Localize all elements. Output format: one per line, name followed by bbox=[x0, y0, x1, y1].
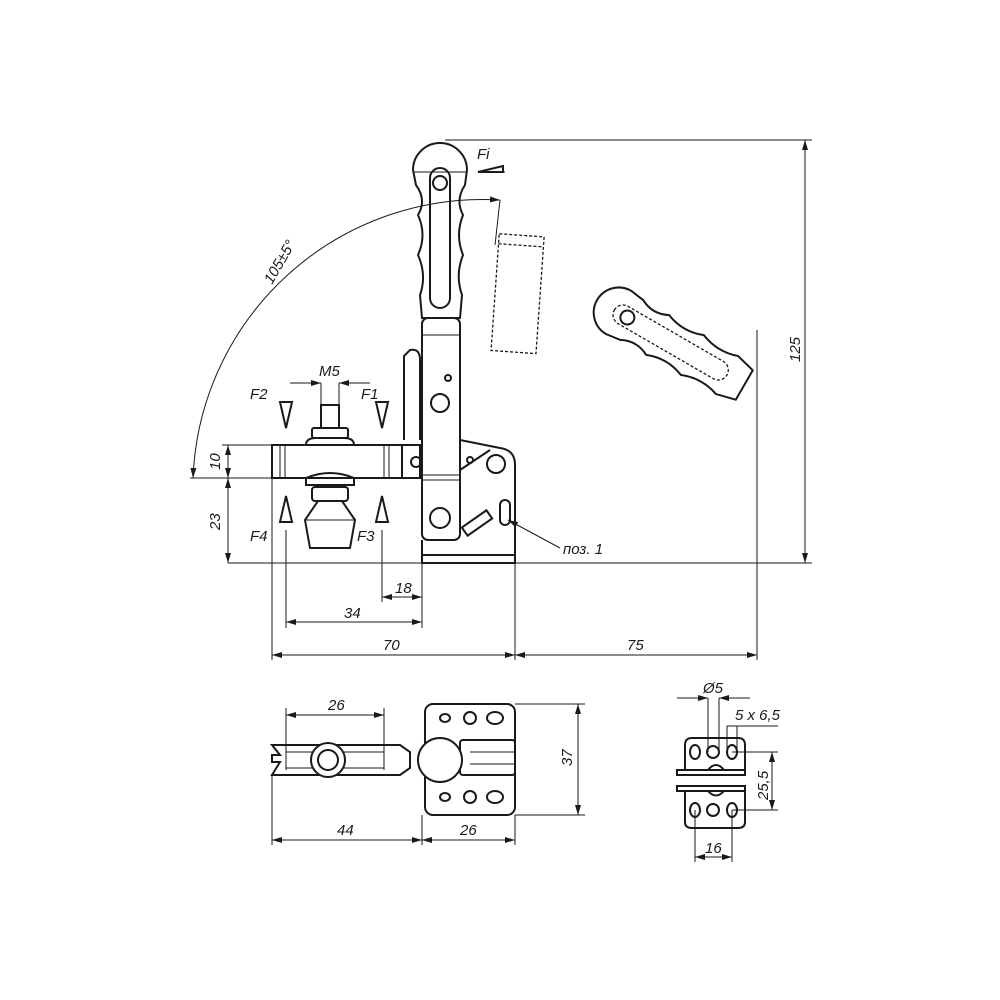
rotated-handle bbox=[592, 286, 755, 401]
dim-base-width: 37 bbox=[559, 749, 576, 766]
angle-label: 105±5° bbox=[261, 237, 300, 287]
dim-arm-slot: 26 bbox=[327, 697, 345, 714]
dim-34: 34 bbox=[344, 605, 361, 622]
thread-label: M5 bbox=[319, 363, 340, 380]
dim-spindle-height: 23 bbox=[207, 513, 224, 531]
force-label-f1: F1 bbox=[361, 386, 379, 403]
dim-base-length: 26 bbox=[459, 822, 477, 839]
dim-slot: 5 x 6,5 bbox=[735, 707, 781, 724]
handle-column bbox=[421, 317, 461, 541]
dim-arm-length: 44 bbox=[337, 822, 354, 839]
force-arrow-fi bbox=[477, 164, 504, 173]
force-arrow-f1 bbox=[374, 401, 390, 429]
dim-height: 125 bbox=[787, 336, 804, 362]
position-label: поз. 1 bbox=[563, 541, 603, 558]
base-plate-detail: Ø5 5 x 6,5 25,5 16 bbox=[676, 680, 781, 862]
angle-dimension-arc bbox=[190, 196, 501, 479]
dim-arm-thickness: 10 bbox=[207, 453, 224, 470]
opened-handle-outline bbox=[490, 233, 545, 355]
force-label-f3: F3 bbox=[357, 528, 375, 545]
front-view: 105±5° M5 Fi F2 F1 F4 F3 10 23 125 18 34… bbox=[190, 139, 812, 660]
force-arrow-f2 bbox=[278, 401, 294, 429]
dim-70: 70 bbox=[383, 637, 400, 654]
force-label-fi: Fi bbox=[477, 146, 490, 163]
top-view: 26 44 26 37 bbox=[269, 697, 585, 845]
dim-hole-dia: Ø5 bbox=[702, 680, 724, 697]
force-label-f2: F2 bbox=[250, 386, 268, 403]
force-arrow-f4 bbox=[278, 495, 294, 523]
dim-hole-spacing-x: 16 bbox=[705, 840, 722, 857]
handle-grip bbox=[411, 142, 469, 319]
dim-75: 75 bbox=[627, 637, 644, 654]
force-label-f4: F4 bbox=[250, 528, 268, 545]
dim-18: 18 bbox=[395, 580, 412, 597]
force-arrow-f3 bbox=[374, 495, 390, 523]
dim-hole-spacing-y: 25,5 bbox=[755, 770, 772, 801]
